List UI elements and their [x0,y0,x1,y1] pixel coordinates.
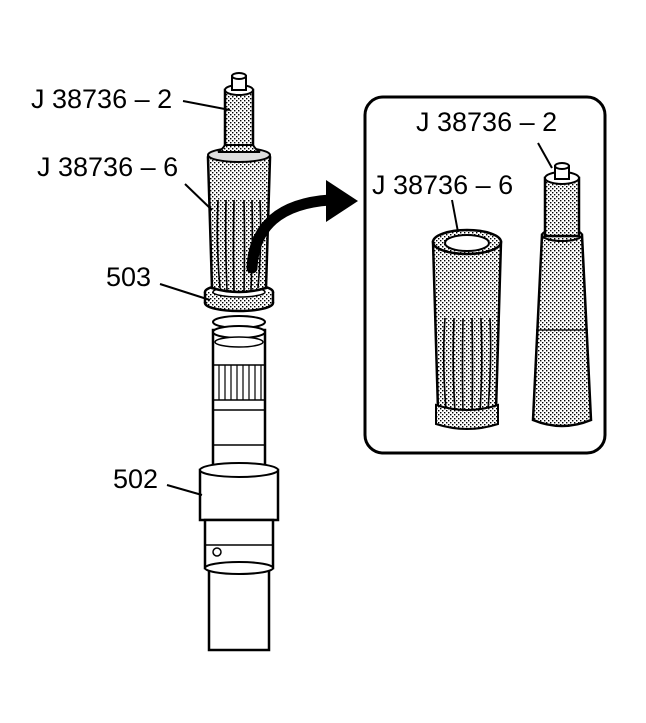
installer-handle [217,72,261,153]
label-part-502: 502 [113,464,158,494]
label-handle-tool: J 38736 – 2 [31,84,172,114]
inset-panel [363,95,607,455]
leader-lines [159,100,553,496]
part-502-collar [198,462,280,575]
installer-sleeve [206,146,272,294]
label-sleeve-tool: J 38736 – 6 [37,152,178,182]
output-shaft [207,315,271,652]
label-inset-sleeve-tool: J 38736 – 6 [372,170,513,200]
inset-handle [531,162,593,428]
inset-sleeve [431,228,503,430]
arrow-to-inset-icon [246,180,358,274]
label-part-503: 503 [106,262,151,292]
label-inset-handle-tool: J 38736 – 2 [416,107,557,137]
